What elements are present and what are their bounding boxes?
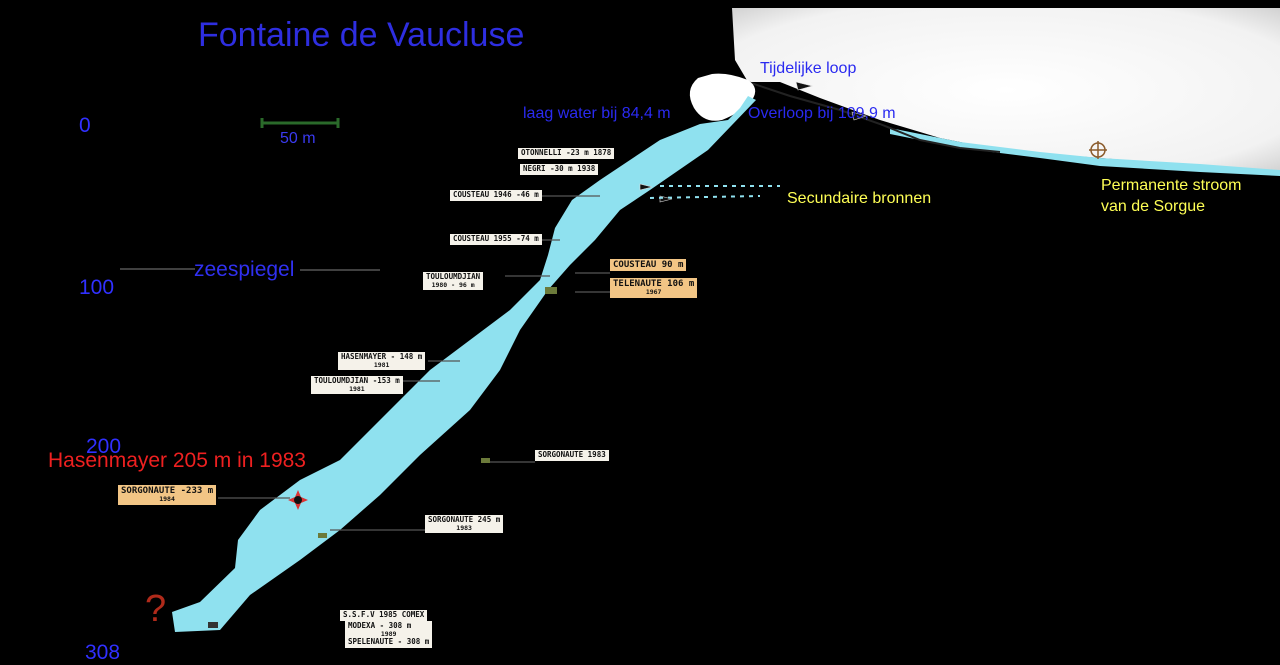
dive-card-year: 1984 bbox=[159, 495, 175, 504]
dive-card-ssfv: S.S.F.V 1985 COMEX bbox=[340, 610, 428, 621]
dive-card-sorgonaute-245: SORGONAUTE 245 m 1983 bbox=[425, 515, 504, 534]
cave-shaft bbox=[172, 96, 756, 632]
dive-card-year: 1967 bbox=[645, 288, 662, 297]
dive-card-cousteau-1955: COUSTEAU 1955 -74 m bbox=[450, 234, 542, 245]
depth-label-308: 308 bbox=[85, 641, 121, 664]
record-label: Hasenmayer 205 m in 1983 bbox=[48, 449, 306, 472]
dive-card-touloumdjian-1: TOULOUMDJIAN 1980 - 96 m bbox=[423, 272, 484, 291]
overflow-chamber bbox=[689, 73, 756, 121]
dive-card-hasenmayer-148: HASENMAYER - 148 m 1981 bbox=[338, 352, 426, 371]
dive-card-year: 1981 bbox=[349, 384, 365, 393]
dive-card-text: MODEXA - 308 m bbox=[348, 621, 412, 630]
dive-card-year: 1989 bbox=[380, 629, 397, 638]
permanent-stream-label: Permanente stroom van de Sorgue bbox=[1101, 177, 1242, 215]
overflow-label: Overloop bij 109,9 m bbox=[748, 105, 896, 122]
equipment-marker bbox=[545, 287, 557, 294]
dive-card-year: 1980 - 96 m bbox=[431, 280, 475, 289]
dive-card-negri: NEGRI -30 m 1938 bbox=[520, 164, 599, 175]
record-starburst-icon bbox=[288, 490, 308, 510]
rock-outline bbox=[747, 81, 1001, 153]
dive-card-year: 1983 bbox=[456, 523, 472, 532]
depth-label-200: 200 bbox=[86, 435, 122, 458]
dive-card-year: 1981 bbox=[373, 360, 390, 369]
question-mark: ? bbox=[145, 588, 167, 630]
dive-card-text: SORGONAUTE 245 m bbox=[428, 515, 501, 524]
secondary-springs-label: Secundaire bronnen bbox=[787, 190, 932, 207]
dive-card-touloumdjian-2: TOULOUMDJIAN -153 m 1981 bbox=[311, 376, 403, 395]
water-wheel-icon bbox=[1089, 141, 1107, 159]
dive-card-text: TELENAUTE 106 m bbox=[613, 279, 695, 289]
dive-card-text: HASENMAYER - 148 m bbox=[341, 352, 423, 361]
dive-card-sorgonaute-1983: SORGONAUTE 1983 bbox=[535, 450, 609, 461]
pointer-lines bbox=[218, 195, 610, 531]
scale-bar bbox=[260, 118, 340, 128]
dive-card-modexa: MODEXA - 308 m 1989 SPELENAUTE - 308 m bbox=[345, 621, 433, 648]
dive-card-cousteau-1946: COUSTEAU 1946 -46 m bbox=[450, 190, 542, 201]
sea-level-label: zeespiegel bbox=[194, 258, 295, 281]
depth-label-0: 0 bbox=[79, 114, 91, 137]
dive-card-text: TOULOUMDJIAN -153 m bbox=[314, 376, 400, 385]
diagram-title: Fontaine de Vaucluse bbox=[198, 16, 525, 54]
sorgue-water-surface bbox=[890, 128, 1280, 176]
dive-card-sorgonaute-233: SORGONAUTE -233 m 1984 bbox=[118, 485, 217, 505]
dive-card-text-2: SPELENAUTE - 308 m bbox=[348, 637, 430, 647]
depth-label-100: 100 bbox=[79, 276, 115, 299]
arrow-marks bbox=[639, 81, 868, 203]
scale-bar-label: 50 m bbox=[280, 130, 316, 147]
dive-card-otonnelli: OTONNELLI -23 m 1878 bbox=[518, 148, 615, 159]
secondary-spring-paths bbox=[649, 185, 780, 199]
dive-card-telenaute: TELENAUTE 106 m 1967 bbox=[610, 278, 698, 298]
dive-card-text: SORGONAUTE -233 m bbox=[121, 486, 214, 496]
temporary-outflow-label: Tijdelijke loop bbox=[760, 60, 857, 77]
sky-area bbox=[732, 8, 1280, 172]
dive-card-text: TOULOUMDJIAN bbox=[426, 272, 481, 281]
low-water-label: laag water bij 84,4 m bbox=[523, 105, 671, 122]
dive-card-cousteau-90: COUSTEAU 90 m bbox=[610, 259, 687, 272]
